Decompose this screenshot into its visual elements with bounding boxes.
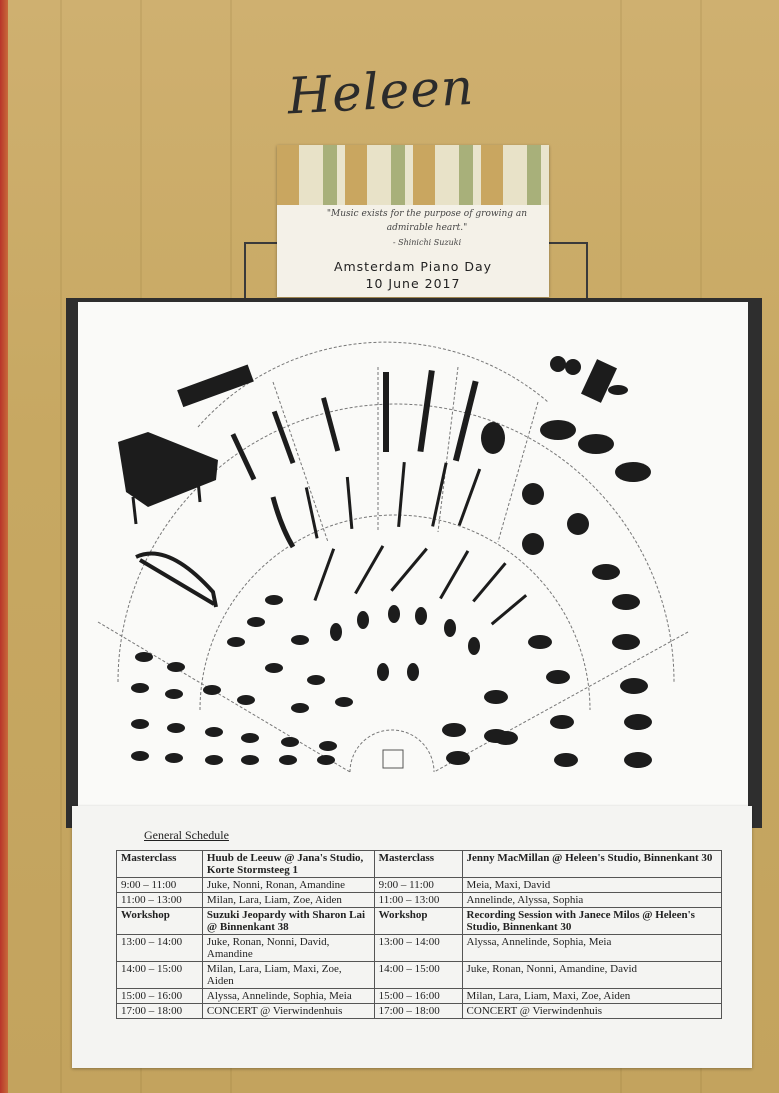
table-cell: Milan, Lara, Liam, Maxi, Zoe, Aiden	[201, 961, 375, 989]
table-cell: Suzuki Jeopardy with Sharon Lai @ Binnen…	[201, 907, 375, 935]
table-row: Masterclass Huub de Leeuw @ Jana's Studi…	[116, 850, 723, 878]
horn-icons	[522, 483, 589, 555]
table-cell: Alyssa, Annelinde, Sophia, Meia	[461, 934, 723, 962]
table-row: 13:00 – 14:00 Juke, Ronan, Nonni, David,…	[116, 934, 723, 962]
table-cell: 14:00 – 15:00	[373, 961, 463, 989]
table-row: Workshop Suzuki Jeopardy with Sharon Lai…	[116, 907, 723, 935]
table-cell: Alyssa, Annelinde, Sophia, Meia	[201, 988, 375, 1004]
table-cell: 13:00 – 14:00	[373, 934, 463, 962]
general-schedule-sheet: General Schedule Masterclass Huub de Lee…	[72, 806, 752, 1068]
card-quote: "Music exists for the purpose of growing…	[326, 209, 528, 233]
red-edge	[0, 0, 8, 1093]
piano-day-card: "Music exists for the purpose of growing…	[277, 145, 549, 297]
table-cell: 15:00 – 16:00	[373, 988, 463, 1004]
table-cell: 9:00 – 11:00	[116, 877, 203, 893]
cello-icons-right	[442, 564, 652, 768]
table-row: 14:00 – 15:00 Milan, Lara, Liam, Maxi, Z…	[116, 961, 723, 989]
orchestra-seating-chart	[78, 302, 748, 820]
table-cell: Juke, Ronan, Nonni, Amandine, David	[461, 961, 723, 989]
table-cell: Milan, Lara, Liam, Zoe, Aiden	[201, 892, 375, 908]
table-row: 11:00 – 13:00 Milan, Lara, Liam, Zoe, Ai…	[116, 892, 723, 908]
card-title: Amsterdam Piano Day	[333, 259, 493, 274]
table-cell: 9:00 – 11:00	[373, 877, 463, 893]
schedule-title: General Schedule	[144, 828, 229, 842]
table-row: 9:00 – 11:00 Juke, Nonni, Ronan, Amandin…	[116, 877, 723, 893]
table-cell: 13:00 – 14:00	[116, 934, 203, 962]
card-author: - Shinichi Suzuki	[392, 238, 462, 247]
xylophone-icon	[177, 364, 254, 408]
table-cell: Jenny MacMillan @ Heleen's Studio, Binne…	[461, 850, 723, 878]
table-row: 15:00 – 16:00 Alyssa, Annelinde, Sophia,…	[116, 988, 723, 1004]
woodwind-icons	[304, 462, 528, 626]
piano-icon	[118, 432, 218, 525]
table-cell: Recording Session with Janece Milos @ He…	[461, 907, 723, 935]
table-cell: 15:00 – 16:00	[116, 988, 203, 1004]
table-cell: 11:00 – 13:00	[116, 892, 203, 908]
table-row: 17:00 – 18:00 CONCERT @ Vierwindenhuis 1…	[116, 1003, 723, 1019]
brass-icons	[230, 369, 505, 549]
table-cell: Annelinde, Alyssa, Sophia	[461, 892, 723, 908]
handwritten-name: Heleen	[286, 57, 476, 126]
table-cell: Huub de Leeuw @ Jana's Studio, Korte Sto…	[201, 850, 375, 878]
harp-icon	[135, 551, 218, 608]
table-cell: Workshop	[373, 907, 463, 935]
percussion-icons	[540, 356, 651, 482]
table-cell: 17:00 – 18:00	[116, 1003, 203, 1019]
card-date: 10 June 2017	[365, 276, 461, 291]
table-cell: Milan, Lara, Liam, Maxi, Zoe, Aiden	[461, 988, 723, 1004]
orchestra-diagram	[97, 341, 689, 773]
table-cell: Masterclass	[373, 850, 463, 878]
table-cell: Meia, Maxi, David	[461, 877, 723, 893]
schedule-table: Masterclass Huub de Leeuw @ Jana's Studi…	[116, 850, 723, 1019]
table-cell: 11:00 – 13:00	[373, 892, 463, 908]
table-cell: 14:00 – 15:00	[116, 961, 203, 989]
table-cell: CONCERT @ Vierwindenhuis	[201, 1003, 375, 1019]
table-cell: Juke, Ronan, Nonni, David, Amandine	[201, 934, 375, 962]
table-cell: Juke, Nonni, Ronan, Amandine	[201, 877, 375, 893]
table-cell: 17:00 – 18:00	[373, 1003, 463, 1019]
table-cell: CONCERT @ Vierwindenhuis	[461, 1003, 723, 1019]
table-cell: Masterclass	[116, 850, 203, 878]
table-cell: Workshop	[116, 907, 203, 935]
card-image-band	[277, 145, 549, 205]
violin-icons-left	[131, 595, 480, 765]
